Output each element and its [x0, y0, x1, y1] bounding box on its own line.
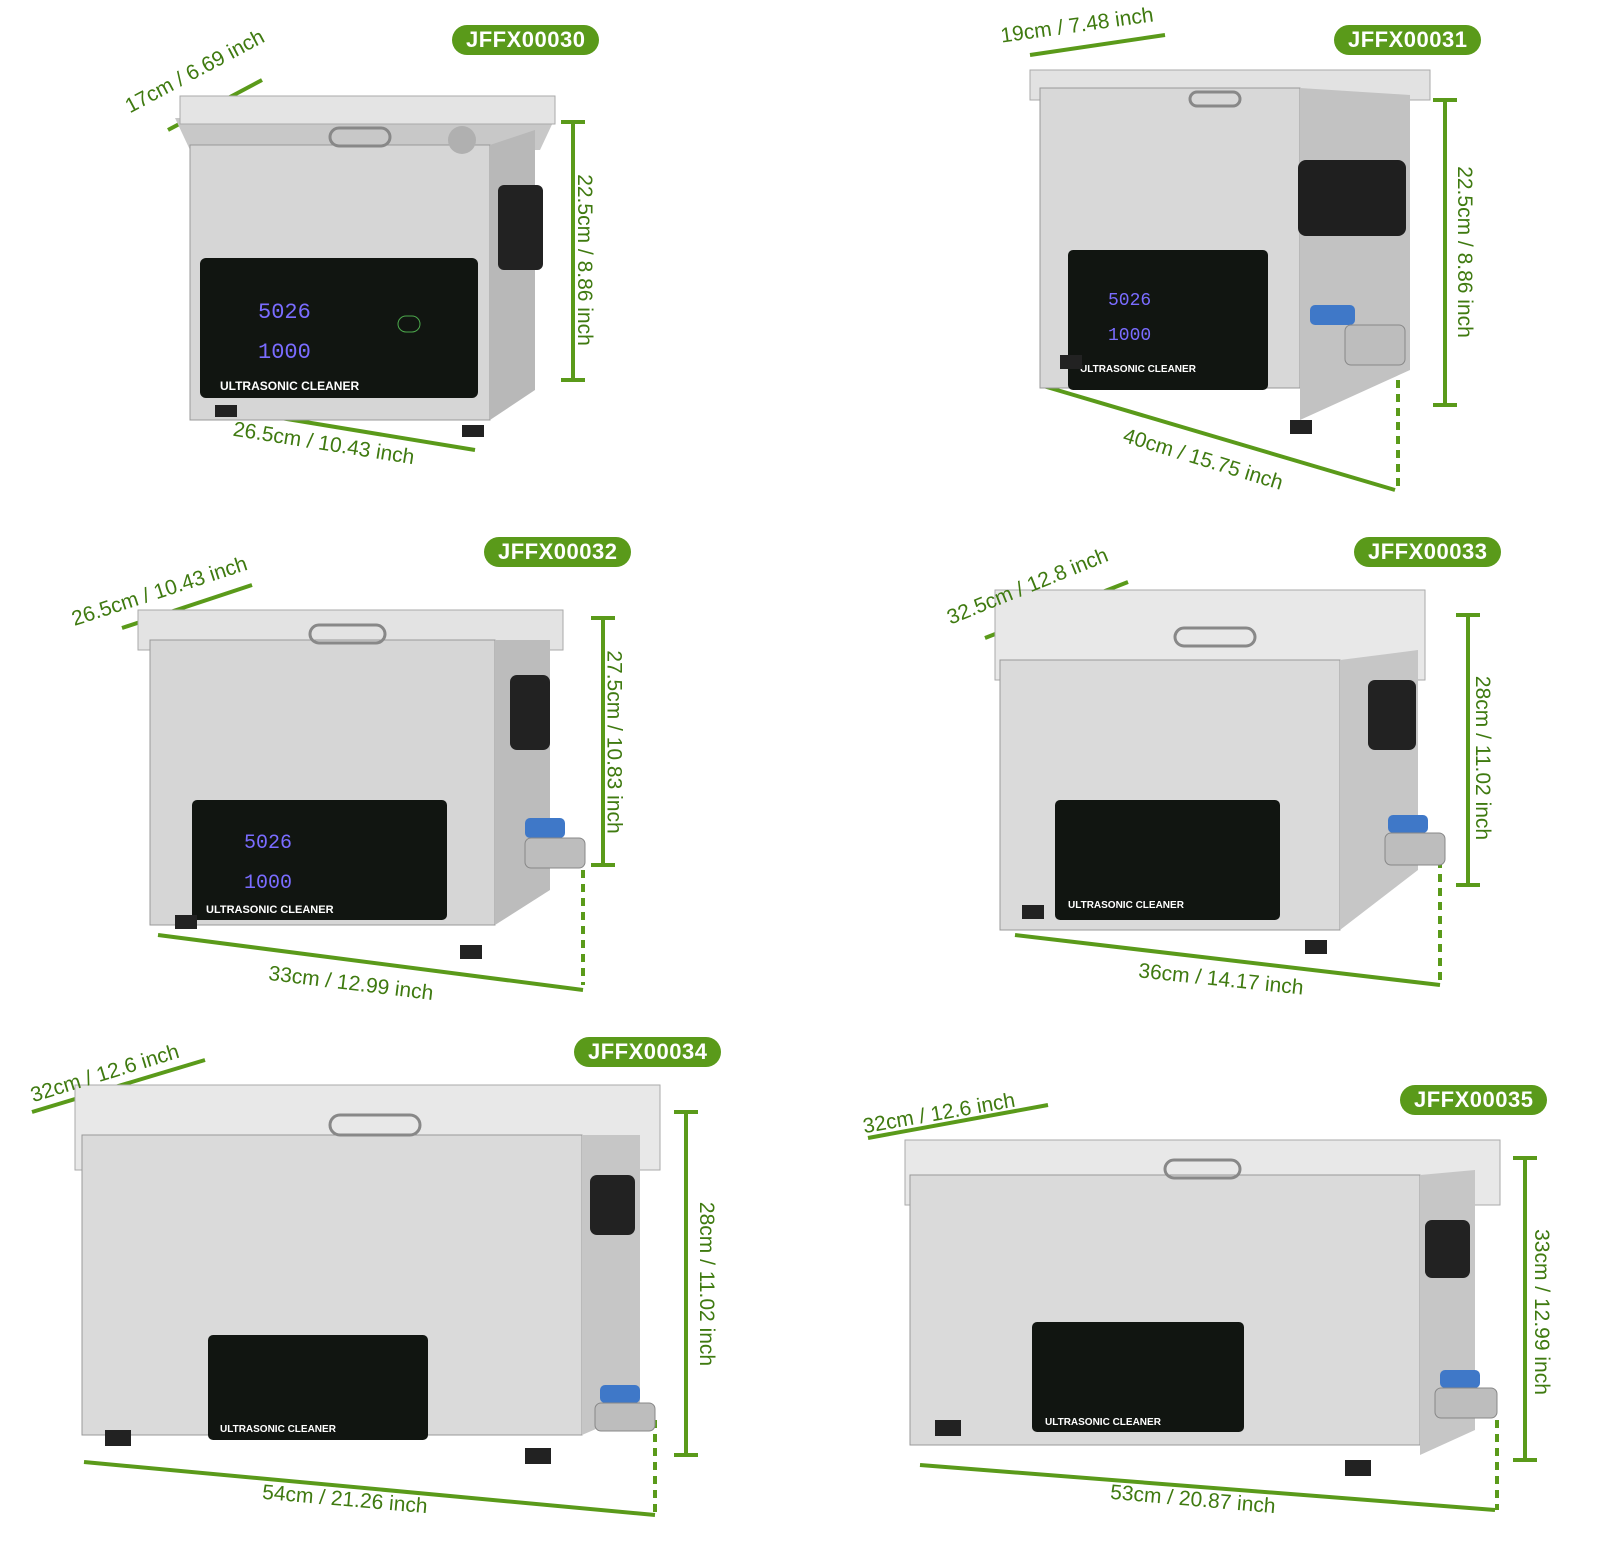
sku-badge: JFFX00035 [1400, 1085, 1548, 1115]
svg-text:ULTRASONIC CLEANER: ULTRASONIC CLEANER [220, 1424, 337, 1435]
svg-text:1000: 1000 [258, 340, 311, 365]
svg-text:ULTRASONIC CLEANER: ULTRASONIC CLEANER [1068, 900, 1185, 911]
svg-text:ULTRASONIC CLEANER: ULTRASONIC CLEANER [1045, 1417, 1162, 1428]
sku-badge: JFFX00031 [1334, 25, 1482, 55]
svg-text:ULTRASONIC CLEANER: ULTRASONIC CLEANER [220, 379, 359, 393]
cleaner-image: 5026 1000 ULTRASONIC CLEANER [121, 583, 615, 992]
sku-badge: JFFX00032 [484, 537, 632, 567]
svg-text:ULTRASONIC CLEANER: ULTRASONIC CLEANER [1080, 364, 1197, 375]
height-label: 33cm / 12.99 inch [1529, 1229, 1553, 1395]
svg-text:5026: 5026 [258, 300, 311, 325]
svg-text:ULTRASONIC CLEANER: ULTRASONIC CLEANER [206, 904, 334, 916]
sku-badge: JFFX00030 [452, 25, 600, 55]
svg-text:1000: 1000 [1108, 326, 1151, 346]
cleaner-image: 5026 1000 ULTRASONIC CLEANER [1029, 33, 1457, 492]
cleaner-image: 5026 1000 ULTRASONIC CLEANER [167, 78, 585, 452]
cleaner-image: ULTRASONIC CLEANER [31, 1058, 698, 1517]
sku-badge: JFFX00034 [574, 1037, 722, 1067]
cleaner-image: ULTRASONIC CLEANER [984, 580, 1480, 987]
sku-badge: JFFX00033 [1354, 537, 1502, 567]
svg-text:1000: 1000 [244, 872, 292, 895]
svg-text:5026: 5026 [1108, 291, 1151, 311]
svg-text:5026: 5026 [244, 832, 292, 855]
